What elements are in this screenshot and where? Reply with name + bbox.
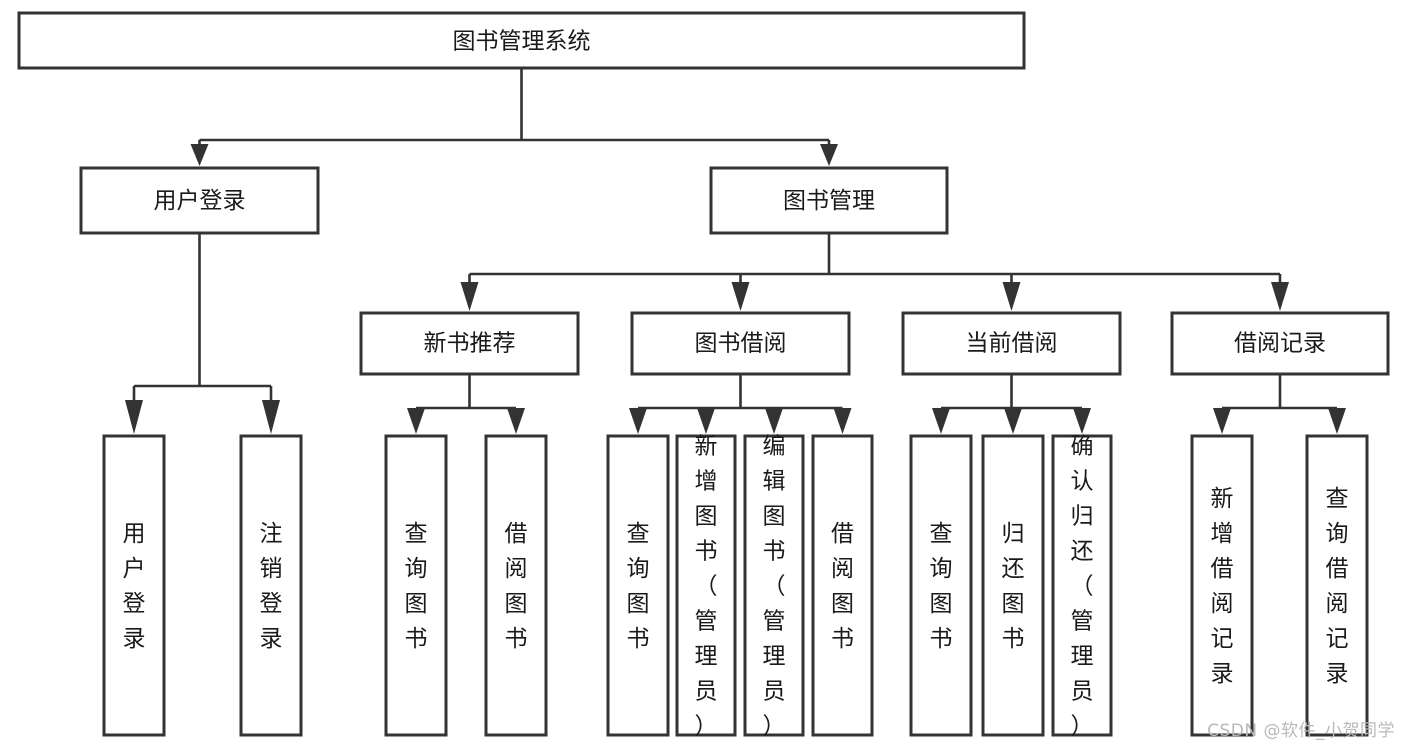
node-borrow-record-box[interactable] — [1170, 311, 1390, 376]
node-root-box[interactable] — [17, 11, 1026, 70]
node-borrow-record[interactable]: 借阅记录 — [1170, 311, 1390, 376]
node-book-manage[interactable]: 图书管理 — [709, 166, 949, 235]
arrowhead-bookborrow-leaf2 — [697, 408, 715, 434]
node-current-borrow[interactable]: 当前借阅 — [901, 311, 1122, 376]
arrowhead-newbook-leaf1 — [407, 408, 425, 434]
arrowhead-bm-to-newbook — [460, 282, 479, 311]
node-leaf-borrow-book[interactable]: 借阅图书 — [811, 434, 874, 737]
node-leaf-return-book-label: 归还图书 — [1002, 521, 1025, 652]
node-new-book-recommend[interactable]: 新书推荐 — [359, 311, 580, 376]
node-leaf-edit-book-box[interactable] — [743, 434, 805, 737]
node-root[interactable]: 图书管理系统 — [17, 11, 1026, 70]
node-current-borrow-label: 当前借阅 — [966, 331, 1058, 357]
node-leaf-user-logout-label: 注销登录 — [260, 521, 283, 652]
node-leaf-confirm-return[interactable]: 确认归还（管理员） — [1051, 434, 1113, 740]
node-leaf-add-record-box[interactable] — [1190, 434, 1254, 737]
node-leaf-user-login-box[interactable] — [102, 434, 166, 737]
arrowhead-borrowrecord-leaf2 — [1328, 408, 1346, 434]
arrowhead-currentborrow-leaf3 — [1073, 408, 1091, 434]
node-leaf-query-book-current-box[interactable] — [909, 434, 973, 737]
node-leaf-query-book-borrow-label: 查询图书 — [627, 521, 650, 652]
node-leaf-add-book-box[interactable] — [675, 434, 737, 737]
arrowhead-root-to-userlogin — [190, 144, 209, 166]
node-leaf-user-logout[interactable]: 注销登录 — [239, 434, 303, 737]
node-borrow-record-label: 借阅记录 — [1234, 331, 1326, 357]
node-leaf-query-book-rec-label: 查询图书 — [405, 521, 428, 652]
node-root-label: 图书管理系统 — [453, 29, 591, 55]
node-book-borrow[interactable]: 图书借阅 — [630, 311, 851, 376]
node-leaf-query-book-rec-box[interactable] — [384, 434, 448, 737]
arrowhead-root-to-bookmanage — [820, 144, 838, 166]
arrowhead-bm-to-bookborrow — [731, 282, 750, 311]
node-book-manage-label: 图书管理 — [783, 188, 875, 214]
arrowhead-userlogin-leaf1 — [125, 400, 143, 434]
node-leaf-user-login[interactable]: 用户登录 — [102, 434, 166, 737]
node-user-login[interactable]: 用户登录 — [79, 166, 320, 235]
node-user-login-label: 用户登录 — [154, 188, 246, 214]
arrowhead-borrowrecord-leaf1 — [1213, 408, 1231, 434]
csdn-watermark: CSDN @软件_小贺同学 — [1207, 721, 1395, 741]
node-leaf-query-record-box[interactable] — [1305, 434, 1369, 737]
node-book-borrow-box[interactable] — [630, 311, 851, 376]
node-user-login-box[interactable] — [79, 166, 320, 235]
node-leaf-add-book[interactable]: 新增图书（管理员） — [675, 434, 737, 740]
node-leaf-edit-book[interactable]: 编辑图书（管理员） — [743, 434, 805, 740]
node-leaf-query-record[interactable]: 查询借阅记录 — [1305, 434, 1369, 737]
node-leaf-return-book[interactable]: 归还图书 — [981, 434, 1045, 737]
node-leaf-borrow-book-rec-label: 借阅图书 — [505, 521, 528, 652]
node-leaf-borrow-book-box[interactable] — [811, 434, 874, 737]
arrowhead-bookborrow-leaf3 — [765, 408, 783, 434]
node-leaf-add-record-label: 新增借阅记录 — [1211, 486, 1234, 687]
node-leaf-confirm-return-box[interactable] — [1051, 434, 1113, 737]
arrowhead-bm-to-currentborrow — [1002, 282, 1021, 311]
node-leaf-query-book-current[interactable]: 查询图书 — [909, 434, 973, 737]
node-leaf-query-record-label: 查询借阅记录 — [1326, 486, 1349, 687]
arrowhead-currentborrow-leaf2 — [1004, 408, 1022, 434]
node-leaf-borrow-book-rec[interactable]: 借阅图书 — [484, 434, 548, 737]
node-leaf-confirm-return-label: 确认归还（管理员） — [1071, 434, 1094, 740]
arrowhead-bookborrow-leaf4 — [833, 408, 852, 434]
connector-layer — [125, 68, 1346, 434]
arrowhead-bm-to-borrowrecord — [1271, 282, 1289, 311]
node-leaf-borrow-book-label: 借阅图书 — [831, 521, 854, 652]
arrowhead-userlogin-leaf2 — [262, 400, 280, 434]
node-leaf-query-book-borrow-box[interactable] — [606, 434, 670, 737]
node-leaf-query-book-current-label: 查询图书 — [930, 521, 953, 652]
arrowhead-currentborrow-leaf1 — [932, 408, 950, 434]
node-new-book-recommend-box[interactable] — [359, 311, 580, 376]
leaf-node-layer: 用户登录 注销登录 查询图书 借阅图书 查询图书 新增图书（管理员） 编辑图书（管理员） 借阅… — [102, 434, 1369, 740]
node-book-borrow-label: 图书借阅 — [695, 331, 787, 357]
node-current-borrow-box[interactable] — [901, 311, 1122, 376]
arrowhead-newbook-leaf2 — [507, 408, 525, 434]
node-book-manage-box[interactable] — [709, 166, 949, 235]
node-leaf-user-login-label: 用户登录 — [123, 521, 146, 652]
node-leaf-user-logout-box[interactable] — [239, 434, 303, 737]
node-leaf-add-book-label: 新增图书（管理员） — [695, 434, 718, 740]
node-leaf-add-record[interactable]: 新增借阅记录 — [1190, 434, 1254, 737]
node-layer: 图书管理系统 用户登录 图书管理 新书推荐 图书借阅 — [17, 11, 1390, 740]
node-leaf-edit-book-label: 编辑图书（管理员） — [763, 434, 786, 740]
node-leaf-query-book-borrow[interactable]: 查询图书 — [606, 434, 670, 737]
node-leaf-return-book-box[interactable] — [981, 434, 1045, 737]
arrowhead-bookborrow-leaf1 — [629, 408, 647, 434]
node-leaf-query-book-rec[interactable]: 查询图书 — [384, 434, 448, 737]
node-new-book-recommend-label: 新书推荐 — [424, 331, 516, 357]
node-leaf-borrow-book-rec-box[interactable] — [484, 434, 548, 737]
